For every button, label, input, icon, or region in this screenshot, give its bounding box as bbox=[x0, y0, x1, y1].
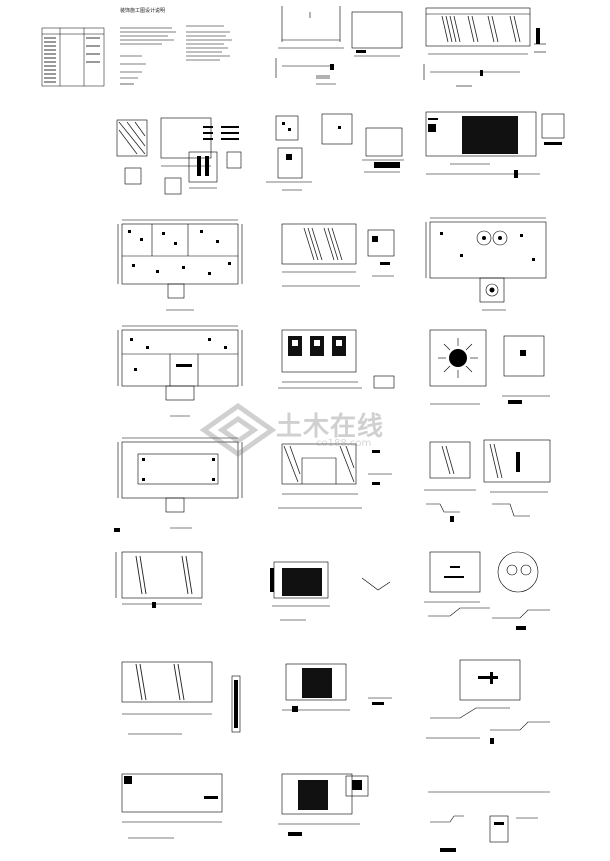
detail-sections-3 bbox=[420, 768, 560, 858]
elevation-bottom-1 bbox=[112, 766, 252, 856]
floor-plan-2 bbox=[112, 320, 252, 430]
ceiling-circle-details bbox=[420, 546, 560, 646]
detail-drawing-1 bbox=[105, 112, 250, 207]
elevation-drawing-2 bbox=[420, 4, 550, 99]
floor-plan-circles bbox=[420, 214, 560, 316]
elevation-arch bbox=[268, 434, 408, 530]
elevation-door-panels bbox=[268, 322, 408, 414]
elevation-hatched-columns bbox=[112, 546, 212, 616]
elevation-bottom-2 bbox=[268, 766, 408, 856]
ceiling-sun-detail bbox=[420, 324, 560, 416]
design-notes-text bbox=[112, 16, 252, 96]
elevation-dark-panel-2 bbox=[268, 656, 408, 746]
elevation-hatched-panels bbox=[268, 216, 408, 308]
detail-sections-1 bbox=[420, 432, 560, 532]
ceiling-detail-dark-panel bbox=[420, 108, 570, 200]
floor-plan-1 bbox=[112, 216, 252, 316]
floor-plan-3 bbox=[112, 432, 252, 538]
elevation-drawing-1 bbox=[270, 4, 405, 99]
detail-drawing-2 bbox=[262, 108, 410, 198]
elevation-curtains bbox=[112, 654, 252, 754]
sheet-title: 装饰施工图设计说明 bbox=[120, 8, 166, 14]
elevation-dark-screen bbox=[266, 552, 406, 632]
detail-sections-2 bbox=[420, 652, 560, 752]
drawing-index-table bbox=[40, 20, 112, 90]
